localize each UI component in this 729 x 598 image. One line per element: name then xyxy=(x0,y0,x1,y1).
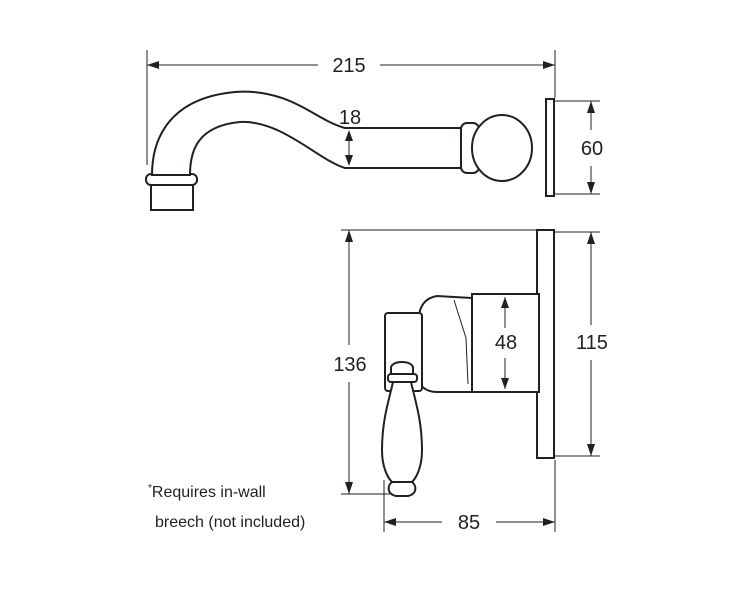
dimension-85: 85 xyxy=(383,460,556,534)
mixer-cap xyxy=(418,294,473,393)
dimension-label-136: 136 xyxy=(333,354,366,376)
dimension-label-115: 115 xyxy=(576,332,608,354)
dimension-115: 115 xyxy=(555,231,608,457)
note-line-1: *Requires in-wall xyxy=(148,483,266,501)
spout-body xyxy=(150,90,464,176)
dimension-label-85: 85 xyxy=(458,512,480,534)
dimension-18: 18 xyxy=(339,107,361,166)
lever-handle xyxy=(380,381,424,483)
lever-ring xyxy=(387,373,418,383)
mixer-cap-bevel xyxy=(453,299,469,385)
note-asterisk: * xyxy=(148,483,152,494)
lever-tip xyxy=(387,481,417,497)
dimension-48: 48 xyxy=(495,297,517,389)
dimension-215: 215 xyxy=(146,50,556,165)
spout-wall-plate xyxy=(545,98,555,197)
dimension-label-18: 18 xyxy=(339,107,361,129)
installation-note: *Requires in-wall breech (not included) xyxy=(148,483,305,531)
dimension-label-48: 48 xyxy=(495,332,517,354)
dimension-label-215: 215 xyxy=(332,55,365,77)
dimension-136: 136 xyxy=(333,229,537,495)
dimension-60: 60 xyxy=(555,100,603,195)
spout-ball xyxy=(471,114,533,182)
note-line-2: breech (not included) xyxy=(155,514,305,531)
note-line-1-text: Requires in-wall xyxy=(152,484,266,501)
wall-spout xyxy=(145,90,555,211)
wall-mixer xyxy=(380,229,555,497)
dimension-label-60: 60 xyxy=(581,138,603,160)
